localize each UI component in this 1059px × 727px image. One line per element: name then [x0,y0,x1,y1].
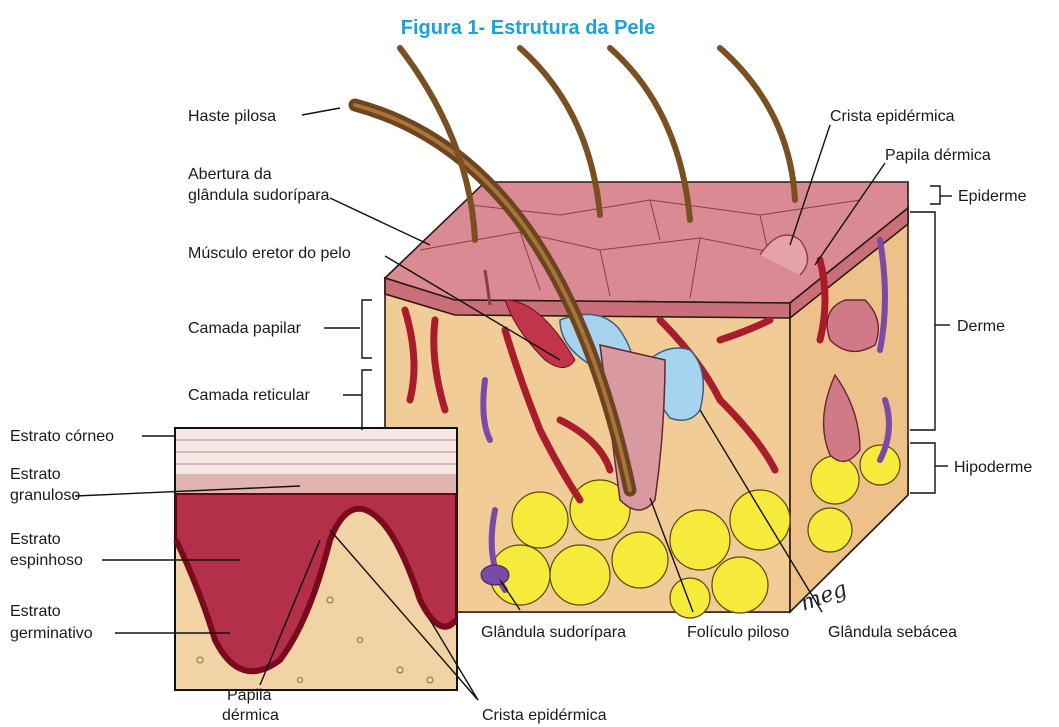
label-espinhoso-line2: espinhoso [10,552,83,569]
label-papila-inset-line1: Papila [227,687,272,704]
label-estrato-corneo: Estrato córneo [10,428,114,445]
label-granuloso-line1: Estrato [10,466,61,483]
label-abertura-line2: glândula sudorípara [188,187,330,204]
label-germinativo-line1: Estrato [10,603,61,620]
label-crista-epidermica-top: Crista epidérmica [830,108,955,125]
label-abertura-line1: Abertura da [188,166,272,183]
label-espinhoso-line1: Estrato [10,531,61,548]
label-crista-epidermica-bottom: Crista epidérmica [482,707,607,724]
label-haste-pilosa: Haste pilosa [188,108,276,125]
label-glandula-sudoripara: Glândula sudorípara [481,624,626,641]
label-germinativo-line2: germinativo [10,625,93,642]
label-musculo-eretor: Músculo eretor do pelo [188,245,351,262]
label-foliculo-piloso: Folículo piloso [687,624,789,641]
label-glandula-sebacea: Glândula sebácea [828,624,957,641]
label-papila-dermica-top: Papila dérmica [885,147,991,164]
label-camada-reticular: Camada reticular [188,387,311,404]
label-granuloso-line2: granuloso [10,487,80,504]
sweat-gland-coil-left [481,565,509,585]
sweat-gland-side [827,300,878,351]
label-derme: Derme [957,318,1005,335]
inset-stratum-granulosum [176,474,456,494]
epidermis-inset [175,428,457,690]
hair-shaft-5 [720,48,795,200]
label-camada-papilar: Camada papilar [188,320,302,337]
label-hipoderme: Hipoderme [954,459,1032,476]
label-epiderme: Epiderme [958,188,1027,205]
label-papila-inset-line2: dérmica [222,707,279,724]
figure-title: Figura 1- Estrutura da Pele [401,17,656,39]
